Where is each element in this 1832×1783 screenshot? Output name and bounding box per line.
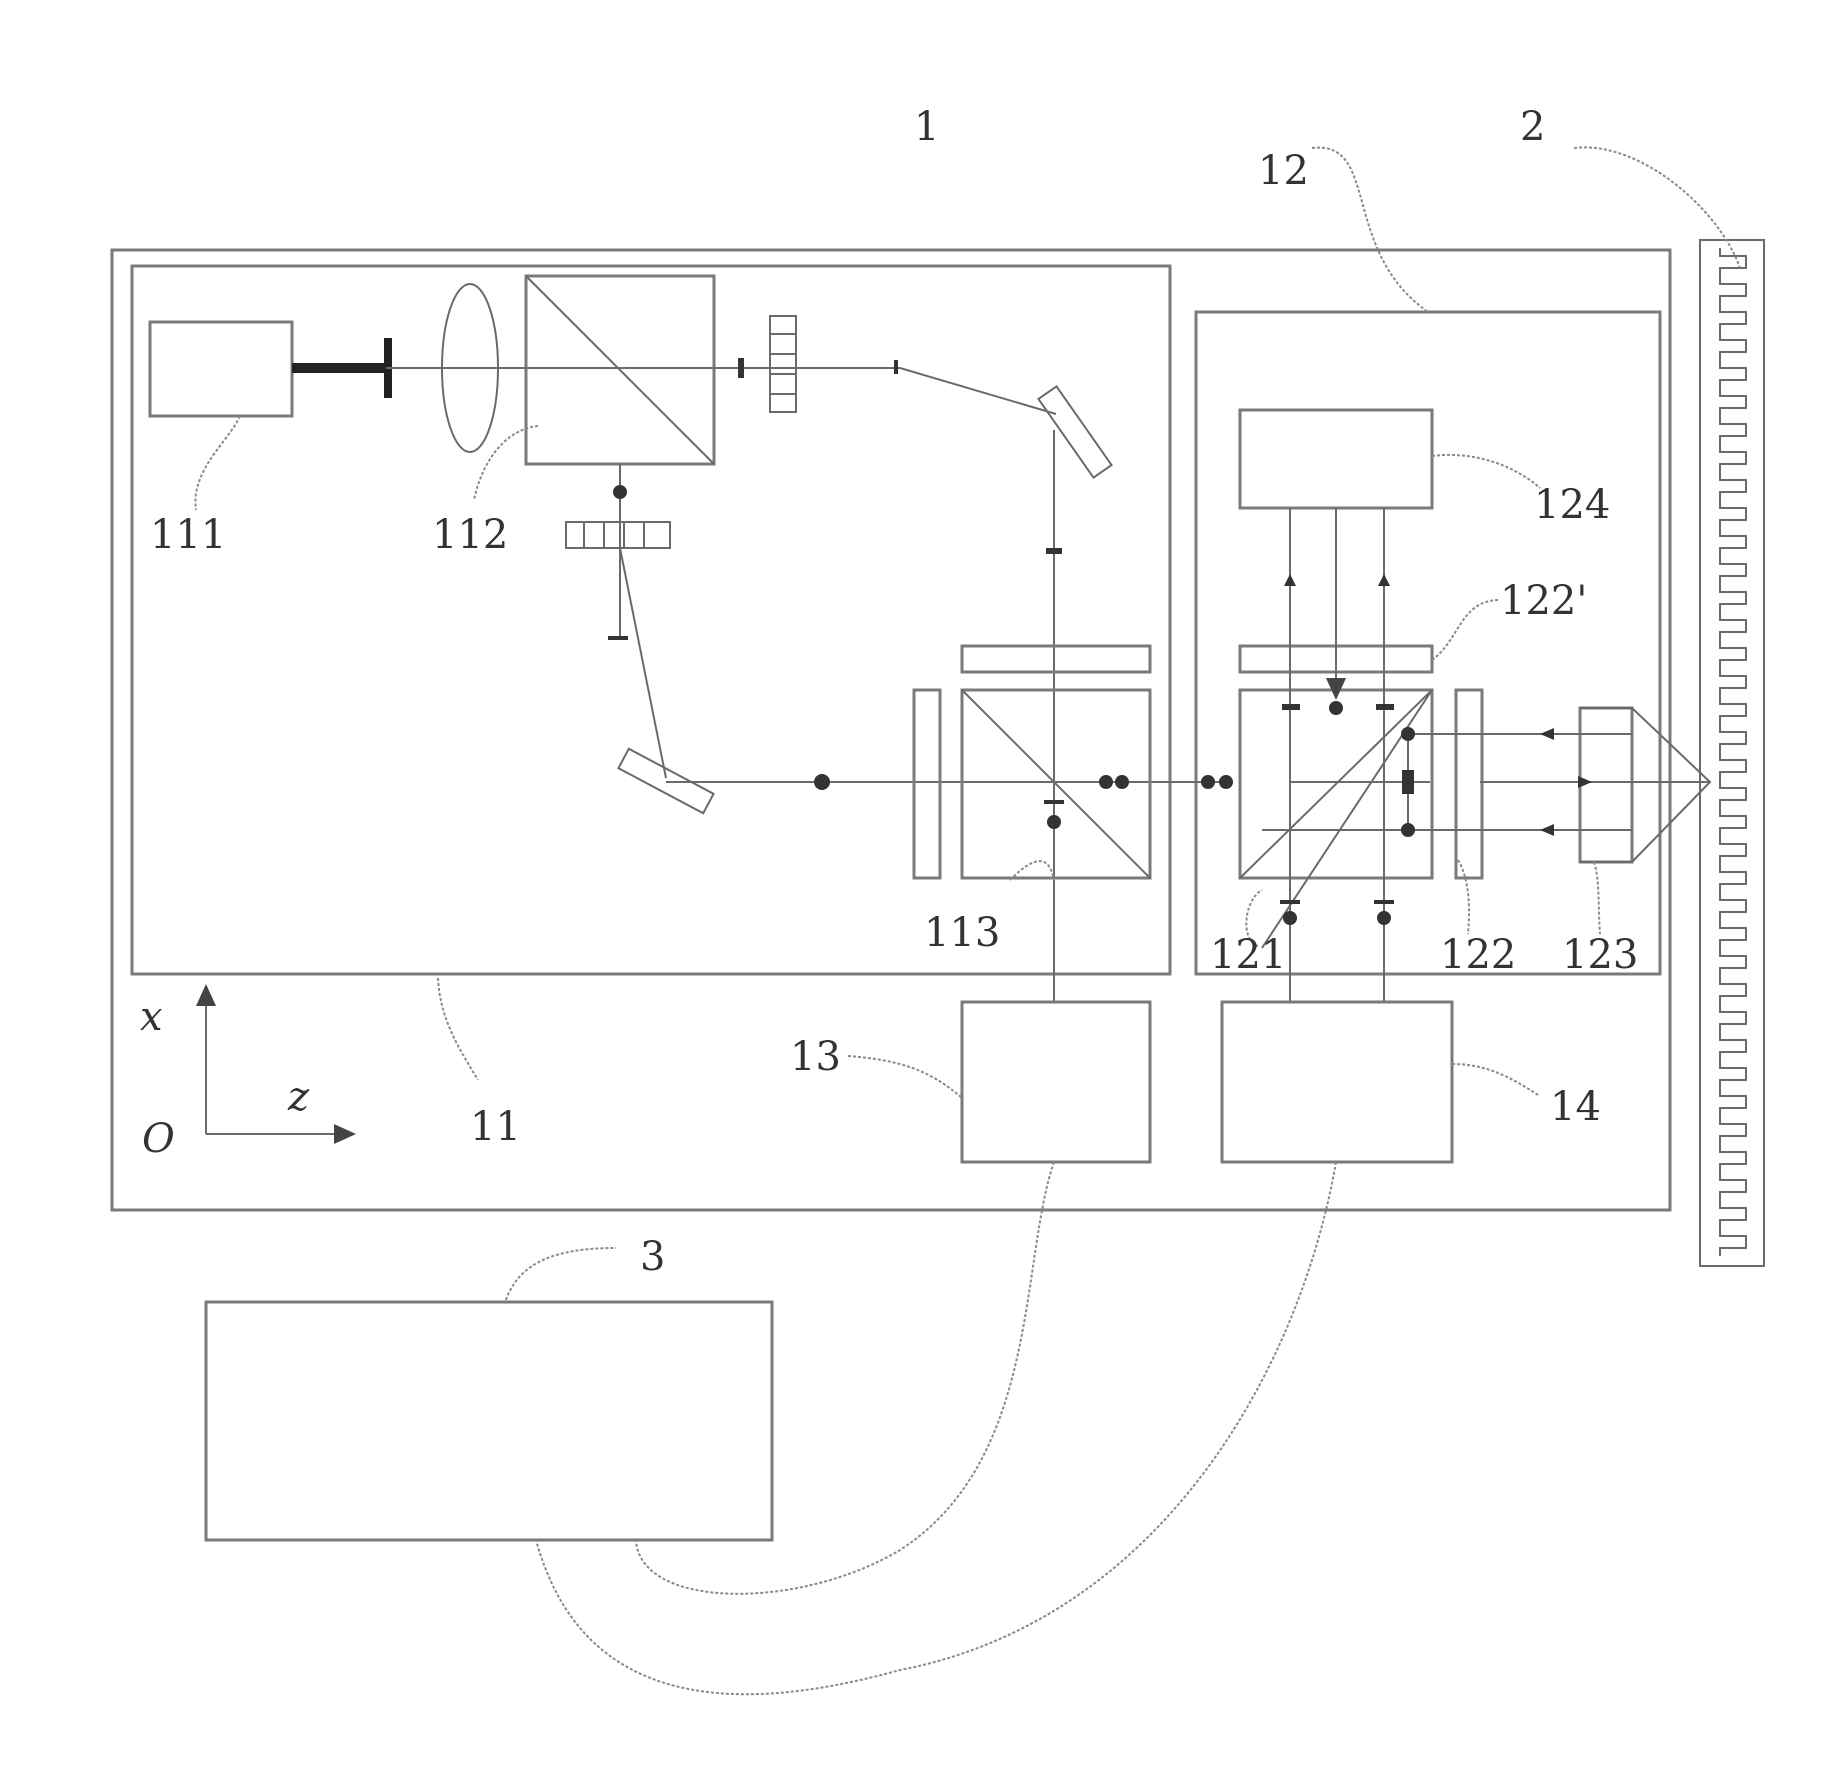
label-pbs-113: 113 (924, 910, 1000, 956)
label-grating-2: 2 (1520, 104, 1545, 150)
computer-3 (206, 1302, 772, 1540)
label-laser-111: 111 (150, 512, 226, 558)
label-prism-123: 123 (1562, 932, 1638, 978)
waveplate-113-top (962, 646, 1150, 672)
module-11 (132, 266, 1170, 974)
label-detector-124: 124 (1534, 482, 1610, 528)
label-waveplate-122: 122 (1440, 932, 1516, 978)
prism-123 (1580, 708, 1632, 862)
label-box-13: 13 (790, 1034, 841, 1080)
waveplate-left (566, 522, 670, 548)
cable-13 (636, 1162, 1054, 1594)
waveplate-122 (1456, 690, 1482, 878)
detector-124 (1240, 410, 1432, 508)
label-computer-3: 3 (640, 1234, 665, 1280)
waveplate-top (770, 316, 796, 412)
coordinate-axes (206, 994, 346, 1134)
axis-label-origin: O (142, 1116, 175, 1162)
label-module-11: 11 (470, 1104, 521, 1150)
housing-1 (112, 250, 1670, 1210)
mirror-top (1038, 386, 1111, 477)
box-14 (1222, 1002, 1452, 1162)
label-module-12: 12 (1258, 148, 1309, 194)
label-box-14: 14 (1550, 1084, 1601, 1130)
label-pbs-121: 121 (1210, 932, 1286, 978)
box-13 (962, 1002, 1150, 1162)
waveplate-113-left (914, 690, 940, 878)
grating-2 (1700, 240, 1764, 1266)
axis-label-x: x (140, 994, 163, 1040)
axis-label-z: z (287, 1074, 310, 1120)
laser-111 (150, 322, 292, 416)
label-lens-112: 112 (432, 512, 508, 558)
label-system-1: 1 (914, 104, 939, 150)
label-waveplate-122p: 122' (1500, 578, 1587, 624)
